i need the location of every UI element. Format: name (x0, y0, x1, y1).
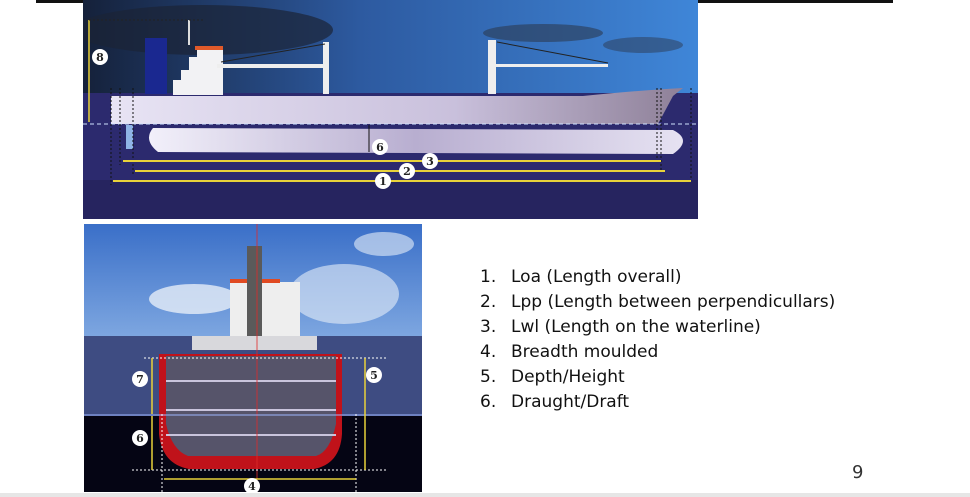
legend-label: Draught/Draft (511, 392, 630, 412)
dimension-legend-list: 1. Loa (Length overall) 2. Lpp (Length bet… (480, 265, 835, 415)
svg-text:4: 4 (248, 480, 256, 492)
legend-label: Loa (Length overall) (511, 267, 682, 287)
legend-label: Depth/Height (511, 367, 625, 387)
legend-number: 5. (480, 367, 497, 387)
legend-item: 6. Draught/Draft (480, 390, 835, 415)
legend-item: 1. Loa (Length overall) (480, 265, 835, 290)
marker-8 (92, 49, 108, 65)
ship-cross-section-diagram: 7 6 5 4 (84, 224, 422, 492)
legend-item: 4. Breadth moulded (480, 340, 835, 365)
svg-text:6: 6 (376, 141, 384, 154)
ship-side-view-diagram: 8 6 3 2 1 (83, 0, 698, 219)
legend-label: Lpp (Length between perpendicullars) (511, 292, 836, 312)
svg-text:6: 6 (136, 432, 144, 445)
svg-text:7: 7 (136, 373, 144, 386)
legend-number: 3. (480, 317, 497, 337)
svg-text:8: 8 (96, 51, 104, 64)
legend-number: 1. (480, 267, 497, 287)
svg-text:5: 5 (370, 369, 378, 382)
legend-label: Lwl (Length on the waterline) (511, 317, 761, 337)
legend-number: 2. (480, 292, 497, 312)
page-number: 9 (852, 462, 864, 483)
svg-text:1: 1 (379, 175, 387, 188)
svg-text:3: 3 (426, 155, 434, 168)
legend-item: 2. Lpp (Length between perpendicullars) (480, 290, 835, 315)
svg-text:2: 2 (403, 165, 411, 178)
legend-item: 3. Lwl (Length on the waterline) (480, 315, 835, 340)
slide-bottom-edge (0, 493, 970, 497)
legend-number: 6. (480, 392, 497, 412)
legend-label: Breadth moulded (511, 342, 659, 362)
legend-number: 4. (480, 342, 497, 362)
legend-item: 5. Depth/Height (480, 365, 835, 390)
